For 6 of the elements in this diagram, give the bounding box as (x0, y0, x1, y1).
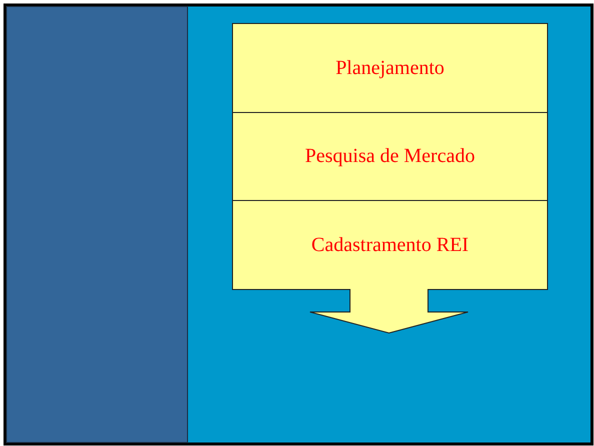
step-label: Pesquisa de Mercado (305, 145, 475, 168)
process-box (232, 112, 548, 201)
step-label: Cadastramento REI (311, 234, 469, 256)
process-box (232, 200, 548, 290)
process-box (232, 23, 548, 113)
step-label: Planejamento (336, 56, 444, 80)
